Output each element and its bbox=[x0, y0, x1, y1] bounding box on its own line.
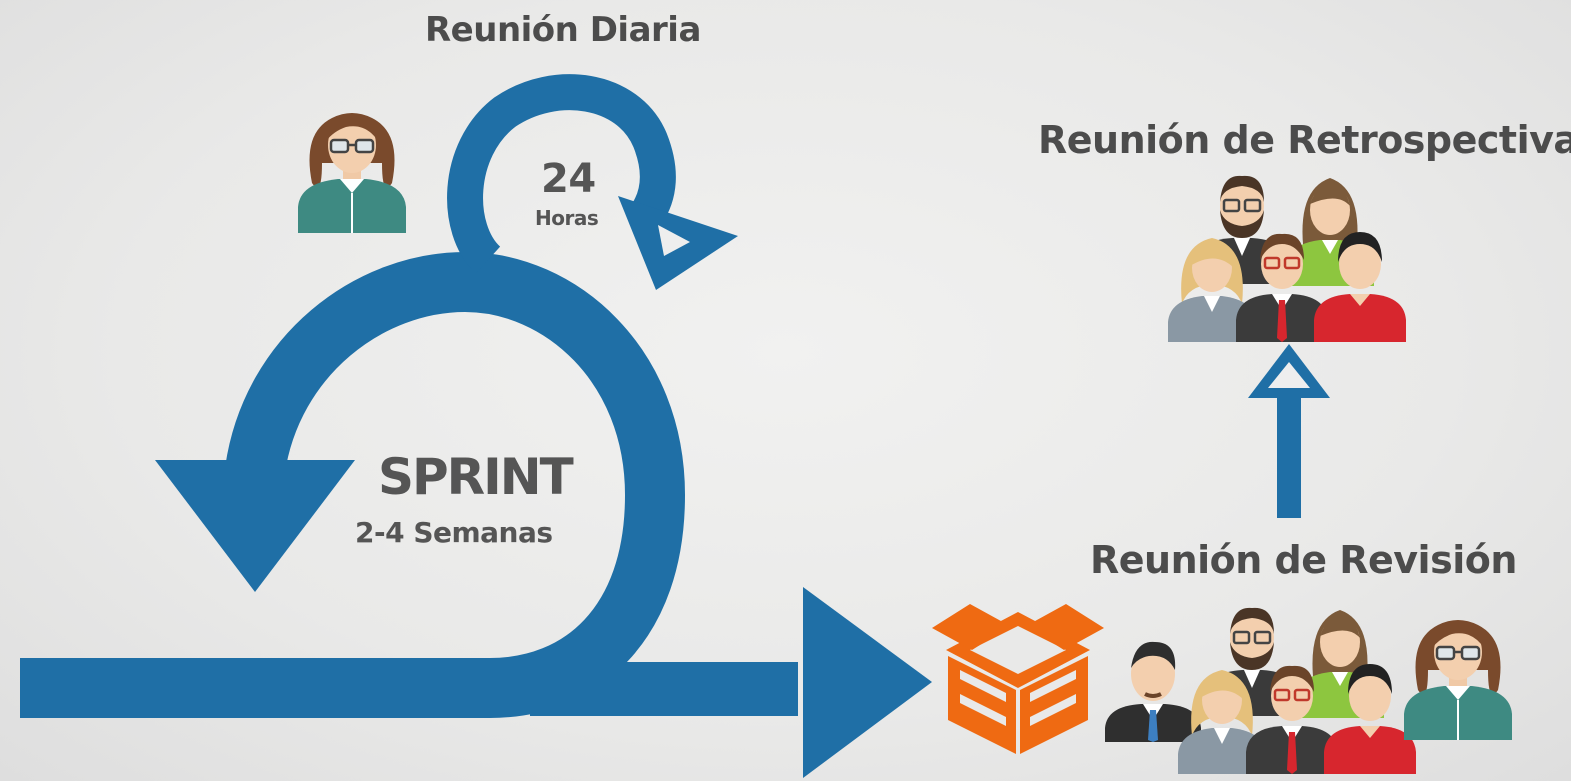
retrospective-meeting-title: Reunión de Retrospectiva bbox=[1038, 118, 1571, 162]
hours-value: 24 bbox=[541, 156, 596, 202]
product-box-icon bbox=[932, 604, 1104, 754]
retrospective-team-icon bbox=[1168, 176, 1406, 342]
woman-glasses-icon bbox=[1402, 618, 1514, 742]
daily-meeting-title: Reunión Diaria bbox=[425, 10, 701, 50]
sprint-label: SPRINT bbox=[378, 448, 574, 506]
review-team-icon bbox=[1178, 608, 1416, 774]
hours-unit: Horas bbox=[535, 206, 599, 230]
sprint-loop bbox=[20, 252, 932, 778]
review-meeting-title: Reunión de Revisión bbox=[1090, 538, 1517, 582]
woman-glasses-icon bbox=[296, 111, 408, 235]
daily-loop bbox=[447, 74, 738, 290]
up-arrow-icon bbox=[1248, 344, 1330, 518]
sprint-duration: 2-4 Semanas bbox=[355, 516, 553, 549]
businessman-icon bbox=[1105, 641, 1201, 742]
